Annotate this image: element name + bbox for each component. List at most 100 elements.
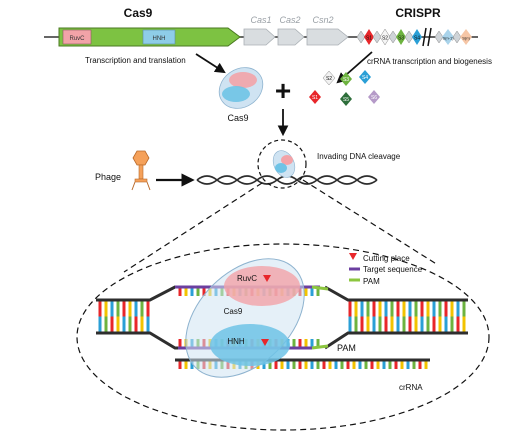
legend-pam-label: PAM bbox=[363, 277, 380, 286]
cas2-label: Cas2 bbox=[279, 15, 300, 25]
base-nub bbox=[196, 287, 200, 296]
base-nub bbox=[364, 360, 368, 369]
base-pair-rung bbox=[348, 300, 352, 317]
repeat-diamond bbox=[404, 30, 414, 44]
base-pair-rung bbox=[348, 316, 352, 333]
base-pair-rung bbox=[462, 316, 466, 333]
base-pair-rung bbox=[354, 300, 358, 317]
base-nub bbox=[412, 360, 416, 369]
base-pair-rung bbox=[146, 300, 150, 317]
base-pair-rung bbox=[456, 300, 460, 317]
hnh-zoom-lobe bbox=[210, 324, 290, 366]
base-pair-rung bbox=[450, 316, 454, 333]
spacer-s1 bbox=[364, 29, 374, 45]
base-nub bbox=[424, 360, 428, 369]
base-nub bbox=[322, 360, 326, 369]
ruvc-domain-box bbox=[62, 29, 92, 45]
zoomed-detail: RuvC HNH Cas9 PAM crRNA Cutting place Ta… bbox=[76, 243, 490, 431]
base-nub bbox=[316, 360, 320, 369]
base-nub bbox=[310, 360, 314, 369]
spacer-label: S2 bbox=[382, 36, 388, 42]
base-pair-rung bbox=[414, 300, 418, 317]
crrna-label: S3 bbox=[343, 77, 349, 83]
crrna-label: S2 bbox=[326, 76, 332, 82]
legend-target-sequence-label: Target sequence bbox=[363, 265, 423, 274]
base-pair-rung bbox=[134, 300, 138, 317]
base-nub bbox=[310, 339, 314, 348]
crrna-s4 bbox=[359, 70, 371, 84]
base-nub bbox=[298, 339, 302, 348]
base-nub bbox=[316, 339, 320, 348]
base-nub bbox=[358, 360, 362, 369]
cas9-on-dna bbox=[272, 150, 296, 178]
expression-stage: Transcription and translation crRNA tran… bbox=[85, 51, 492, 137]
base-nub bbox=[400, 360, 404, 369]
base-nub bbox=[184, 360, 188, 369]
hnh-zoom-label: HNH bbox=[227, 337, 245, 346]
spacer-label: S(n) bbox=[462, 36, 470, 41]
base-pair-rung bbox=[140, 300, 144, 317]
base-nub bbox=[184, 287, 188, 296]
crrna-s1 bbox=[309, 90, 321, 104]
base-pair-rung bbox=[366, 300, 370, 317]
base-pair-rung bbox=[372, 316, 376, 333]
repeat-diamond bbox=[452, 30, 462, 44]
ruvc-zoom-lobe bbox=[224, 266, 300, 306]
repeat-diamond bbox=[356, 30, 366, 44]
hnh-lobe bbox=[222, 86, 250, 102]
base-nub bbox=[286, 360, 290, 369]
pam-segment-top bbox=[311, 285, 329, 291]
cas9-zoom-label: Cas9 bbox=[224, 307, 243, 316]
crrna-biogenesis-label: crRNA transcription and biogenesis bbox=[367, 57, 492, 66]
ruvc-zoom-label: RuvC bbox=[237, 274, 257, 283]
legend: Cutting place Target sequence PAM bbox=[349, 253, 423, 286]
base-nub bbox=[202, 287, 206, 296]
base-pair-rung bbox=[140, 316, 144, 333]
base-nub bbox=[388, 360, 392, 369]
cas1-gene-arrow bbox=[243, 28, 276, 46]
base-pair-rung bbox=[396, 300, 400, 317]
base-pair-rung bbox=[408, 316, 412, 333]
base-nub bbox=[310, 287, 314, 296]
ruvc-domain-label: RuvC bbox=[69, 36, 85, 42]
base-pair-rung bbox=[360, 316, 364, 333]
arrow-translation bbox=[195, 53, 226, 74]
crrna-zoom-label: crRNA bbox=[399, 383, 423, 392]
base-pair-rung bbox=[122, 316, 126, 333]
spacer-label: S3 bbox=[398, 36, 404, 42]
hnh-domain-label: HNH bbox=[153, 36, 166, 42]
base-pair-rung bbox=[104, 300, 108, 317]
pam-segment-bottom bbox=[311, 344, 329, 350]
base-pair-rung bbox=[378, 316, 382, 333]
base-pair-rung bbox=[462, 300, 466, 317]
base-nub bbox=[190, 360, 194, 369]
base-pair-rung bbox=[420, 300, 424, 317]
base-nub bbox=[340, 360, 344, 369]
spacer-sn-1 bbox=[442, 29, 454, 45]
cas9-protein bbox=[218, 67, 264, 109]
cas1-label: Cas1 bbox=[250, 15, 271, 25]
base-pair-rung bbox=[408, 300, 412, 317]
base-nub bbox=[304, 339, 308, 348]
base-nub bbox=[370, 360, 374, 369]
zoom-line-right bbox=[302, 179, 439, 266]
base-pair-rung bbox=[444, 300, 448, 317]
base-pair-rung bbox=[98, 316, 102, 333]
base-pair-rung bbox=[104, 316, 108, 333]
cas9-gene-label: Cas9 bbox=[124, 6, 153, 20]
csn2-gene-arrow bbox=[306, 28, 349, 46]
crrna-spacers: S2 S3 S4 S1 S5 S6 bbox=[309, 70, 380, 106]
base-nub bbox=[292, 339, 296, 348]
base-pair-rung bbox=[110, 300, 114, 317]
base-pair-rung bbox=[426, 316, 430, 333]
base-nub bbox=[346, 360, 350, 369]
base-nub bbox=[298, 360, 302, 369]
base-pair-rung bbox=[438, 316, 442, 333]
base-pair-rung bbox=[438, 300, 442, 317]
base-pair-rung bbox=[128, 300, 132, 317]
base-pair-rung bbox=[360, 300, 364, 317]
base-nub bbox=[382, 360, 386, 369]
base-nub bbox=[304, 360, 308, 369]
base-nub bbox=[292, 360, 296, 369]
